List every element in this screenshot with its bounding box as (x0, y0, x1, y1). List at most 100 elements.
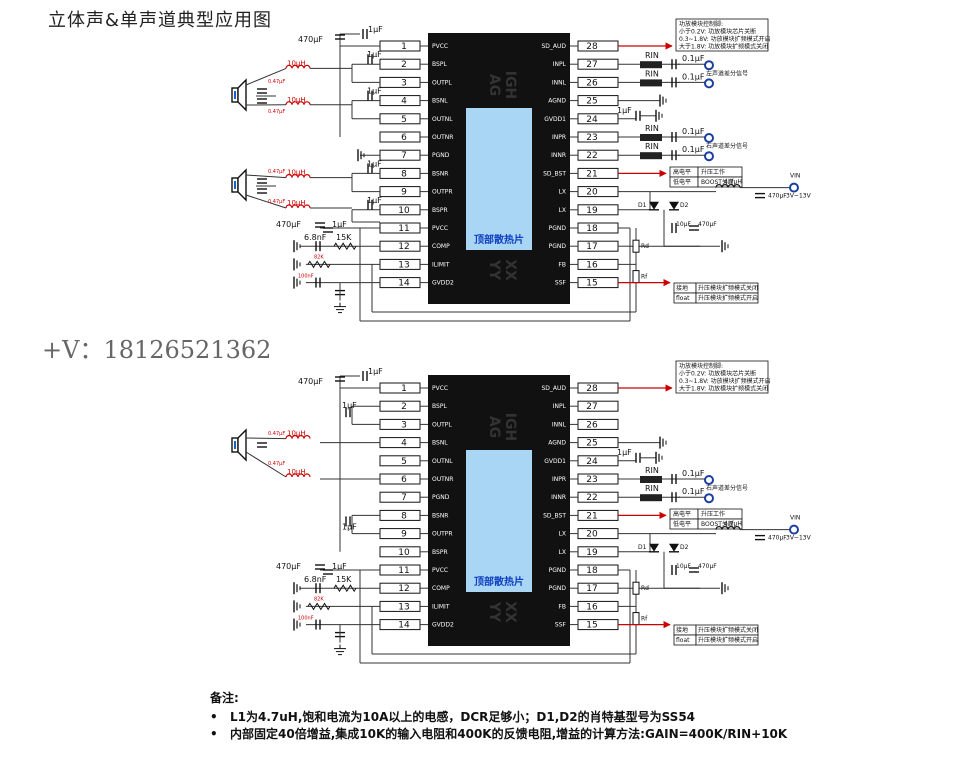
ground-symbol (721, 240, 729, 253)
label-47uh: 4.7μH (724, 179, 742, 186)
label-1uf: 1μF (367, 159, 382, 168)
info-cell-text: 低电平 (673, 178, 691, 186)
pin-name-right: SD_BST (543, 170, 566, 177)
label-01uf: 0.1μF (682, 72, 705, 81)
resistor-rin (640, 494, 662, 502)
info-cell (697, 176, 743, 188)
pin-box-left (379, 167, 421, 179)
info-box-line: 小于0.2V: 功放模块芯片关断 (679, 370, 756, 378)
label-10uh: 10μH (287, 96, 306, 104)
pin-number-right: 23 (586, 475, 597, 485)
capacitor-470uf-out (689, 567, 699, 573)
pin-name-right: INPR (552, 476, 566, 483)
speaker-magnet (234, 181, 236, 189)
pin-name-right: SSF (555, 280, 567, 287)
pin-number-right: 17 (586, 584, 597, 594)
capacitor-470uf (335, 376, 345, 382)
pin-box-right (577, 455, 619, 467)
diode-triangle (649, 201, 659, 210)
pin-box-right (577, 149, 619, 161)
heatsink-label: 顶部散热片 (474, 575, 524, 588)
pin-number-right: 23 (586, 133, 597, 143)
pin-name-right: SD_BST (543, 512, 566, 519)
info-box-line: 功放模块控制脚: (679, 20, 723, 28)
label-1uf: 1μF (342, 522, 357, 531)
pin-name-right: GVDD1 (544, 458, 566, 465)
capacitor-1uf (362, 29, 368, 39)
label-rin: RIN (645, 142, 659, 151)
capacitor-10uf (671, 565, 677, 575)
label-470uf: 470μF (276, 562, 301, 571)
input-terminal-icon (789, 182, 799, 193)
capacitor-bootstrap (367, 54, 373, 65)
pin-number-right: 18 (586, 566, 598, 576)
resistor-rf (632, 612, 640, 626)
wire (245, 174, 287, 179)
ground-symbol (293, 618, 301, 631)
label-470uf-out: 470μF (698, 221, 717, 228)
pin-name-right: PGND (549, 585, 567, 592)
pin-box-right (577, 186, 619, 198)
speaker-magnet (234, 441, 236, 449)
pin-name-right: AGND (548, 98, 566, 105)
resistor-rin (640, 152, 662, 160)
pin-number-left: 10 (398, 548, 410, 558)
pin-number-left: 7 (401, 151, 407, 161)
capacitor-470uf (315, 564, 325, 570)
inductor-l1 (715, 526, 741, 530)
ground-symbol (655, 109, 663, 122)
differential-signal-label: 左声道差分信号 (706, 69, 748, 77)
capacitor-470uf (335, 34, 345, 40)
label-1uf: 1μF (332, 220, 347, 229)
resistor-rf (632, 270, 640, 284)
note-item-2: 内部固定40倍增益,集成10K的输入电阻和400K的反馈电阻,增益的计算方法:G… (210, 726, 787, 743)
label-1uf: 1μF (368, 25, 383, 34)
info-cell-text: float (676, 637, 690, 644)
ground-symbol (334, 644, 346, 656)
pin-box-right (577, 95, 619, 107)
diode-triangle (649, 543, 659, 552)
label-rd: Rd (641, 585, 649, 592)
label-vin: VIN (790, 173, 800, 180)
info-cell-text: float (676, 295, 690, 302)
label-rin: RIN (645, 51, 659, 60)
wire (245, 194, 287, 209)
label-470uf-out: 470μF (698, 563, 717, 570)
info-box-frame (675, 18, 769, 52)
label-rin: RIN (645, 466, 659, 475)
label-rin: RIN (645, 124, 659, 133)
pin-box-left (379, 382, 421, 394)
pin-box-left (379, 473, 421, 485)
speaker-icon (231, 168, 247, 202)
pin-box-right (577, 382, 619, 394)
label-d1: D1 (638, 202, 647, 209)
label-01uf: 0.1μF (682, 145, 705, 154)
pin-box-left (379, 113, 421, 125)
label-1uf: 1μF (332, 562, 347, 571)
info-box-line: 小于0.2V: 功放模块芯片关断 (679, 28, 756, 36)
label-vin-range: 3V~13V (786, 535, 812, 542)
capacitor-01uf (671, 77, 677, 88)
resistor-15k (333, 584, 357, 593)
capacitor-10uf (671, 223, 677, 233)
pin-number-left: 9 (401, 530, 407, 540)
label-047uf: 0.47μF (268, 109, 285, 115)
speaker-cone (237, 428, 247, 462)
pin-box-left (379, 131, 421, 143)
input-terminal-icon (704, 151, 714, 162)
pin-number-right: 22 (586, 493, 597, 503)
capacitor-1uf (635, 452, 641, 463)
pin-box-left (379, 418, 421, 430)
label-47uh: 4.7μH (724, 521, 742, 528)
pin-number-right: 16 (586, 602, 598, 612)
pin-name-left: OUTNL (432, 116, 453, 123)
pin-box-left (379, 58, 421, 70)
info-cell-text: BOOST关断 (701, 178, 734, 186)
info-box-line: 大于1.8V: 功放模块扩频模式关闭 (679, 385, 768, 393)
info-cell-text: 升压模块扩频模式关闭 (698, 284, 758, 292)
label-10uf: 10μF (676, 221, 691, 228)
pin-name-left: COMP (432, 243, 450, 250)
